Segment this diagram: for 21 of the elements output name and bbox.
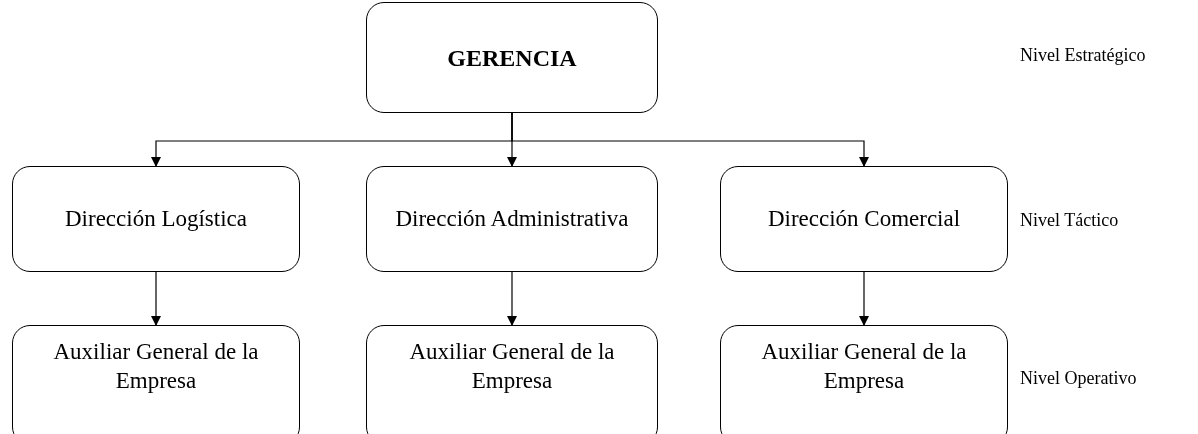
arrow bbox=[859, 271, 869, 326]
org-box bbox=[12, 166, 300, 272]
org-box bbox=[720, 166, 1008, 272]
arrow bbox=[151, 271, 161, 326]
level-label: Nivel Operativo bbox=[1020, 368, 1137, 389]
box-text: Dirección Comercial bbox=[767, 204, 961, 233]
org-box bbox=[366, 325, 658, 434]
box-text: Dirección Logística bbox=[65, 204, 247, 233]
box-text: GERENCIA bbox=[447, 43, 577, 73]
org-box bbox=[720, 325, 1008, 434]
org-box bbox=[366, 2, 658, 113]
box-text: Dirección Administrativa bbox=[395, 204, 629, 233]
box-text: Auxiliar General de la Empresa bbox=[408, 338, 616, 395]
level-label: Nivel Táctico bbox=[1020, 210, 1119, 231]
org-box bbox=[12, 325, 300, 434]
box-text: Auxiliar General de la Empresa bbox=[760, 338, 968, 395]
arrow bbox=[507, 271, 517, 326]
org-box bbox=[366, 166, 658, 272]
box-text: Auxiliar General de la Empresa bbox=[52, 338, 260, 395]
arrow bbox=[511, 112, 869, 167]
level-label: Nivel Estratégico bbox=[1020, 45, 1146, 66]
